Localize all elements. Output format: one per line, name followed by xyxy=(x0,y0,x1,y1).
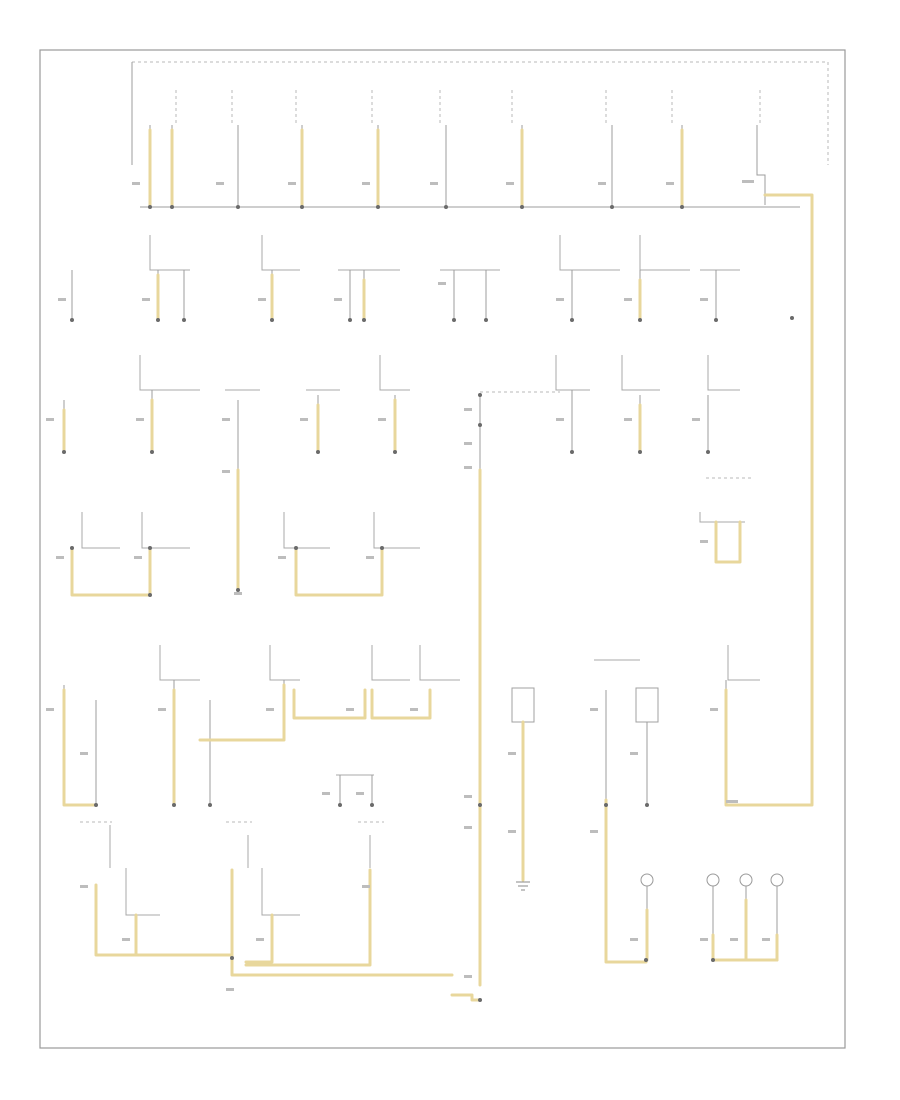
top-component-row xyxy=(131,61,829,807)
third-component-row xyxy=(62,355,740,987)
bottom-component-row xyxy=(80,821,784,1002)
fifth-component-row xyxy=(62,645,760,964)
diagram-frame xyxy=(39,49,846,1049)
fourth-component-row xyxy=(70,477,752,597)
connector-markers xyxy=(46,180,770,991)
second-component-row xyxy=(70,235,794,322)
